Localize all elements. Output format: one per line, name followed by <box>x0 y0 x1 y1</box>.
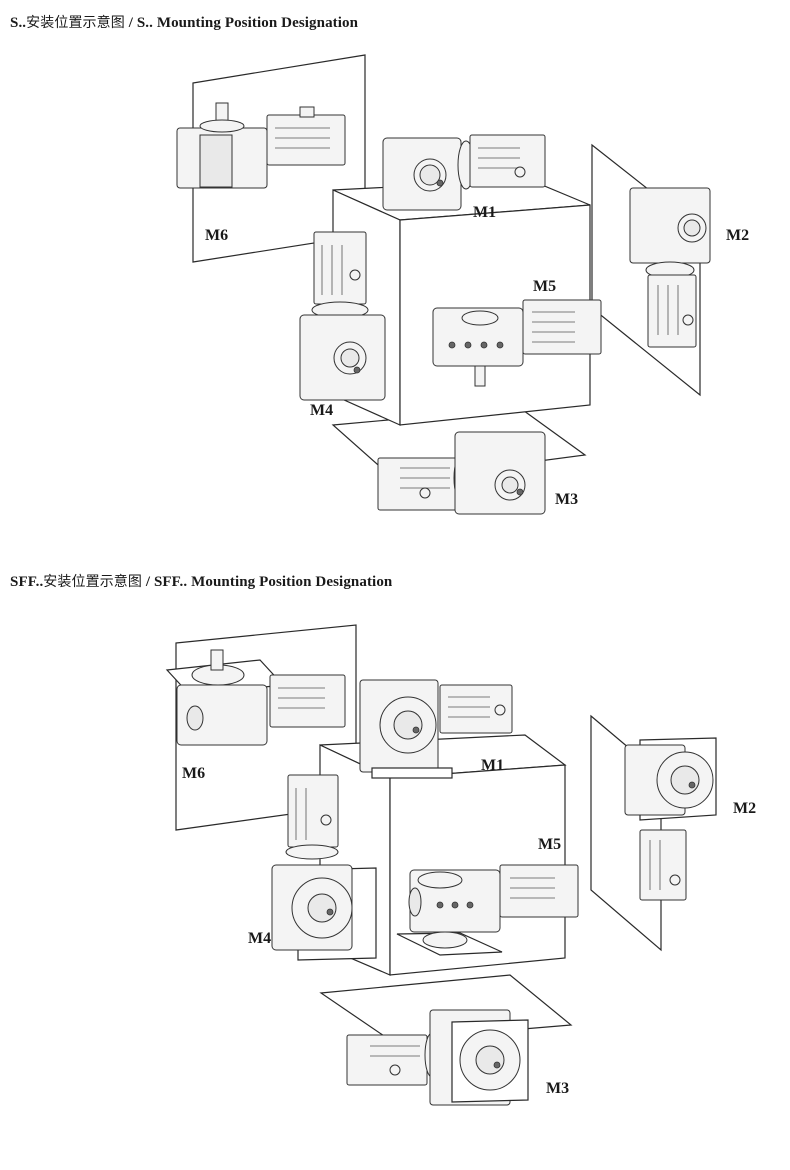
label-m1: M1 <box>473 204 497 221</box>
gearmotor-m5 <box>432 299 602 387</box>
label-m3: M3 <box>555 491 579 508</box>
title-prefix: S.. <box>10 15 27 31</box>
diagram-sff-drawing <box>165 624 717 1106</box>
title-zh: 安装位置示意图 <box>43 574 142 590</box>
gearmotor-m6 <box>176 102 346 189</box>
label-m5: M5 <box>533 278 557 295</box>
label-m5: M5 <box>538 836 562 853</box>
label-m4: M4 <box>248 930 272 947</box>
gearmotor-m1 <box>382 134 546 211</box>
gearmotor-m5 <box>396 864 579 956</box>
gearmotor-m3 <box>377 431 546 515</box>
gearmotor-m2 <box>624 737 717 901</box>
gearmotor-m6 <box>165 649 346 746</box>
diagram-s-drawing <box>176 54 711 515</box>
diagram-s: M6 M1 M2 M5 M4 M3 <box>0 0 790 560</box>
section-title-sff: SFF..安装位置示意图 / SFF.. Mounting Position D… <box>10 571 392 591</box>
gearmotor-m4 <box>271 774 377 961</box>
label-m2: M2 <box>733 800 757 817</box>
label-m4: M4 <box>310 402 334 419</box>
title-zh: 安装位置示意图 <box>26 15 125 31</box>
gearmotor-m2 <box>629 187 711 348</box>
diagram-sff: M6 M1 M2 M5 M4 M3 <box>0 590 790 1170</box>
gearmotor-m4 <box>299 231 386 401</box>
gearmotor-m1 <box>359 679 513 779</box>
title-en: / SFF.. Mounting Position Designation <box>142 574 393 590</box>
label-m6: M6 <box>205 227 229 244</box>
title-prefix: SFF.. <box>10 574 44 590</box>
label-m1: M1 <box>481 757 505 774</box>
label-m3: M3 <box>546 1080 570 1097</box>
label-m6: M6 <box>182 765 206 782</box>
title-en: / S.. Mounting Position Designation <box>124 15 359 31</box>
label-m2: M2 <box>726 227 750 244</box>
gearmotor-m3 <box>346 1009 529 1106</box>
section-title-s: S..安装位置示意图 / S.. Mounting Position Desig… <box>10 12 358 32</box>
